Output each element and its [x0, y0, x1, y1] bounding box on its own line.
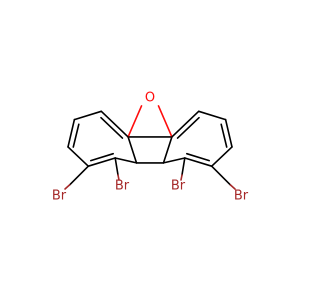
bond-left-5-inner — [90, 152, 114, 162]
bond-right-3 — [224, 118, 233, 148]
bond-left-1-inner — [100, 116, 124, 139]
bond-right-1 — [171, 110, 200, 138]
bond-c1-br-left — [114, 157, 119, 176]
bond-o-c4b — [157, 105, 173, 138]
bromine-atom-label-c8: Br — [234, 189, 249, 204]
bond-c2-br-left — [68, 165, 90, 186]
bond-c4b-c9b — [162, 136, 173, 164]
bond-c9-br-right-end — [180, 174, 183, 181]
bond-c9-br-right — [181, 157, 186, 176]
bond-left-1 — [100, 110, 129, 138]
bromine-atom-label-c1: Br — [115, 179, 130, 194]
bond-c8-br-right-end — [229, 184, 236, 190]
bond-right-5 — [184, 157, 213, 167]
bond-left-3-inner — [72, 123, 80, 148]
bond-c4a-c9a — [127, 136, 138, 164]
bond-left-3 — [67, 118, 76, 148]
bond-right-6 — [162, 157, 186, 164]
bond-right-4 — [210, 146, 233, 167]
bromine-atom-label-c9: Br — [171, 179, 186, 194]
bond-c8-br-right — [210, 165, 232, 186]
oxygen-atom-label: O — [145, 91, 155, 106]
bond-o-c4a — [127, 105, 143, 138]
bond-right-5-inner — [186, 152, 210, 162]
bond-left-2 — [73, 110, 103, 121]
bond-left-5 — [87, 157, 116, 167]
bond-left-4 — [67, 146, 90, 167]
bond-right-2 — [197, 110, 227, 121]
bond-right-3-inner — [220, 123, 228, 148]
bond-left-6 — [114, 157, 138, 164]
bond-c2-br-left-end — [64, 184, 71, 190]
structure-canvas: O Br Br Br Br — [51, 90, 249, 204]
bond-right-1-inner — [176, 116, 200, 139]
dibenzofuran-structure: O Br Br Br Br — [52, 91, 249, 204]
bromine-atom-label-c2: Br — [52, 189, 67, 204]
bond-c1-br-left-end — [117, 174, 120, 181]
